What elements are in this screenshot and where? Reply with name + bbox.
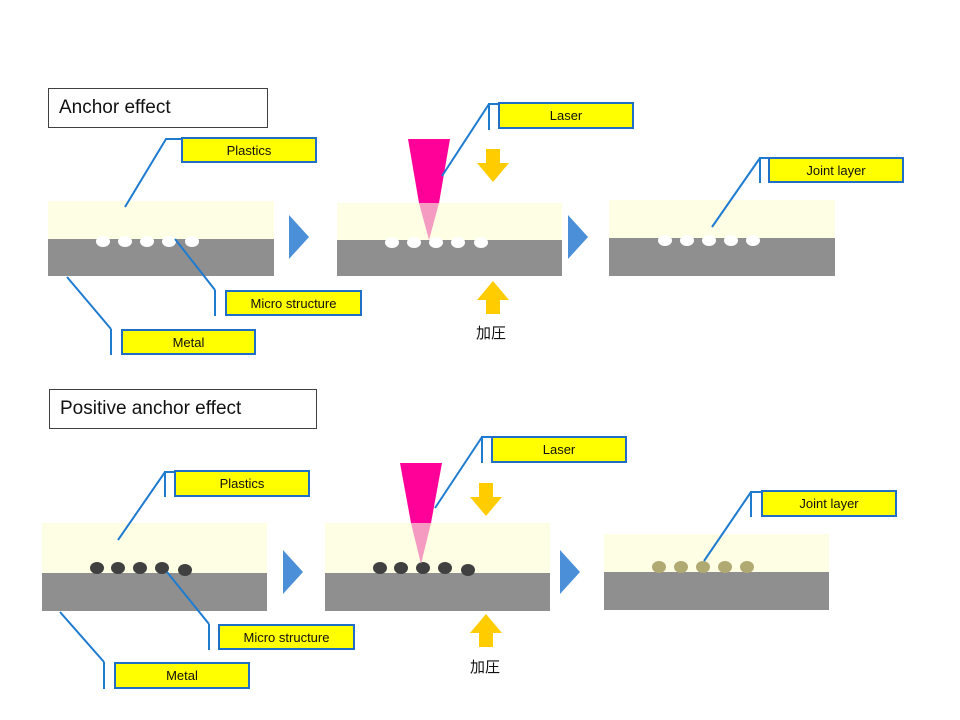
micro-structure-void (429, 237, 443, 248)
metal-layer (325, 573, 550, 611)
micro-structure-void (474, 237, 488, 248)
pressure-arrow-up-icon (470, 614, 502, 647)
laser-beam-icon (408, 139, 450, 240)
pressure-label: 加圧 (470, 658, 501, 676)
plastics-leader-line (124, 138, 181, 208)
micro-structure-callout: Micro structure (218, 624, 355, 650)
process-arrow-icon (560, 550, 580, 594)
micro-structure-void (185, 236, 199, 247)
micro-structure-void (96, 236, 110, 247)
joint-dot (702, 235, 716, 246)
plastics-layer (604, 534, 829, 572)
joint-layer-callout: Joint layer (768, 157, 904, 183)
plastics-layer (609, 200, 835, 238)
plastics-layer (48, 201, 274, 239)
metal-leader-line (66, 276, 112, 355)
micro-structure-filled (155, 562, 169, 574)
micro-structure-void (118, 236, 132, 247)
metal-callout: Metal (121, 329, 256, 355)
micro-structure-filled (373, 562, 387, 574)
pressure-label: 加圧 (476, 324, 507, 342)
micro-structure-filled (416, 562, 430, 574)
joint-dot (674, 561, 688, 573)
micro-structure-void (451, 237, 465, 248)
joint-dot (652, 561, 666, 573)
plastics-callout: Plastics (181, 137, 317, 163)
laser-callout: Laser (498, 102, 634, 129)
joint-dot (740, 561, 754, 573)
micro-structure-filled (461, 564, 475, 576)
metal-layer (604, 572, 829, 610)
plastics-layer (325, 523, 550, 573)
pressure-arrow-down-icon (470, 483, 502, 516)
metal-layer (337, 240, 562, 276)
joint-dot (724, 235, 738, 246)
laser-callout: Laser (491, 436, 627, 463)
joint-dot (696, 561, 710, 573)
micro-structure-void (385, 237, 399, 248)
laser-beam-icon (400, 463, 442, 564)
micro-structure-void (407, 237, 421, 248)
plastics-layer (337, 203, 562, 240)
metal-callout: Metal (114, 662, 250, 689)
micro-structure-filled (133, 562, 147, 574)
micro-structure-filled (438, 562, 452, 574)
joint-layer-callout: Joint layer (761, 490, 897, 517)
metal-layer (48, 239, 274, 276)
micro-structure-callout: Micro structure (225, 290, 362, 316)
micro-structure-filled (111, 562, 125, 574)
joint-dot (680, 235, 694, 246)
pressure-arrow-down-icon (477, 149, 509, 182)
micro-structure-void (140, 236, 154, 247)
metal-layer (42, 573, 267, 611)
micro-structure-filled (394, 562, 408, 574)
micro-structure-filled (90, 562, 104, 574)
process-arrow-icon (283, 550, 303, 594)
joint-dot (746, 235, 760, 246)
process-arrow-icon (568, 215, 588, 259)
pressure-arrow-up-icon (477, 281, 509, 314)
anchor-effect-title: Anchor effect (48, 88, 268, 128)
micro-structure-filled (178, 564, 192, 576)
metal-leader-line (59, 611, 105, 689)
metal-layer (609, 238, 835, 276)
process-arrow-icon (289, 215, 309, 259)
plastics-callout: Plastics (174, 470, 310, 497)
joint-dot (718, 561, 732, 573)
micro-structure-void (162, 236, 176, 247)
joint-dot (658, 235, 672, 246)
positive-anchor-effect-title: Positive anchor effect (49, 389, 317, 429)
